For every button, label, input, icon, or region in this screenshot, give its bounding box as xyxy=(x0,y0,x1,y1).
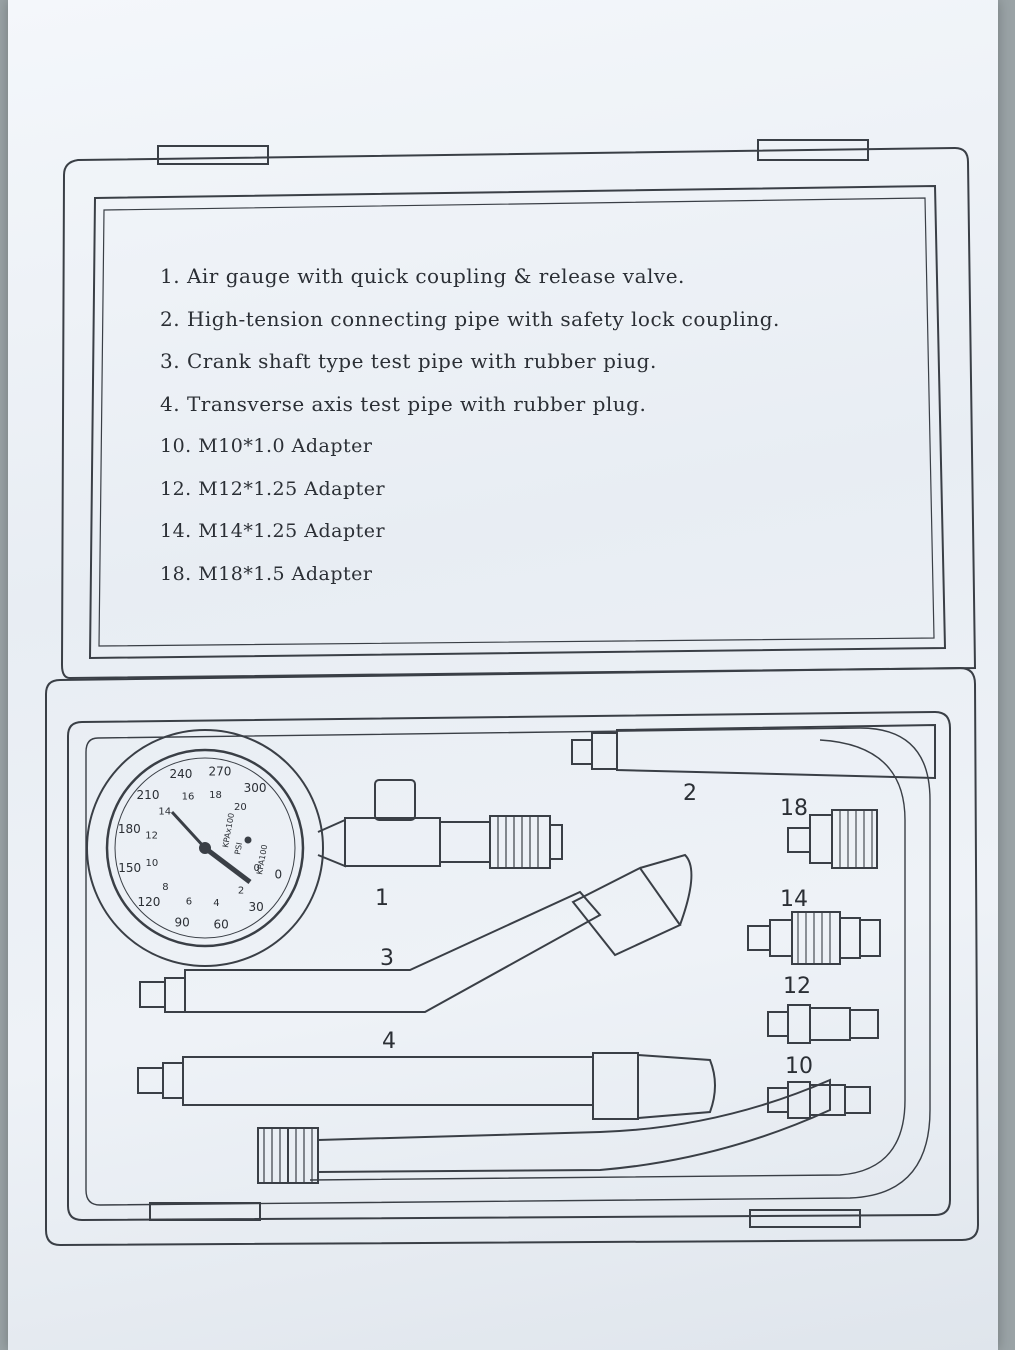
parts-list-item: 3. Crank shaft type test pipe with rubbe… xyxy=(160,349,657,373)
transverse-axis-test-pipe xyxy=(137,1052,831,1184)
gauge-tick-label: 270 xyxy=(208,764,231,778)
gauge-tick-label: 90 xyxy=(175,916,190,930)
parts-list-item: 1. Air gauge with quick coupling & relea… xyxy=(160,264,685,288)
gauge-tick-label: 0 xyxy=(274,868,282,882)
gauge-tick-label: 2 xyxy=(238,886,244,897)
air-gauge xyxy=(86,729,563,967)
latch-left xyxy=(157,145,269,165)
parts-list-item: 14. M14*1.25 Adapter xyxy=(160,520,386,542)
gauge-unit-kpa: KPAx100 xyxy=(221,812,236,848)
gauge-tick-label: 30 xyxy=(249,900,264,914)
adapter-14 xyxy=(747,911,881,965)
gauge-tick-label: 14 xyxy=(158,807,171,818)
parts-list-item: 2. High-tension connecting pipe with saf… xyxy=(160,306,780,331)
gauge-tick-label: 210 xyxy=(137,788,160,802)
callout-10: 10 xyxy=(785,1054,813,1079)
crank-shaft-test-pipe xyxy=(139,853,693,1013)
gauge-tick-label: 240 xyxy=(169,767,192,781)
gauge-tick-label: 16 xyxy=(182,792,195,803)
gauge-tick-label: 150 xyxy=(118,861,141,875)
case-base xyxy=(45,666,980,1247)
gauge-tick-label: 10 xyxy=(146,858,159,869)
callout-4: 4 xyxy=(382,1029,396,1054)
gauge-tick-label: 12 xyxy=(145,831,158,842)
gauge-tick-label: 18 xyxy=(209,790,222,801)
gauge-tick-label: 120 xyxy=(137,895,160,909)
callout-14: 14 xyxy=(780,887,808,912)
gauge-tick-label: 0 xyxy=(254,863,260,874)
adapter-18 xyxy=(787,809,878,869)
parts-list-item: 10. M10*1.0 Adapter xyxy=(160,435,373,457)
parts-list-item: 18. M18*1.5 Adapter xyxy=(160,562,373,585)
case-lid xyxy=(60,139,977,680)
callout-12: 12 xyxy=(783,974,811,999)
callout-18: 18 xyxy=(780,796,808,821)
gauge-tick-label: 20 xyxy=(234,802,247,813)
gauge-tick-label: 6 xyxy=(186,897,192,908)
high-tension-hose xyxy=(571,723,936,780)
gauge-tick-label: 60 xyxy=(214,917,229,931)
callout-3: 3 xyxy=(380,946,394,971)
parts-list-item: 12. M12*1.25 Adapter xyxy=(160,477,386,500)
callout-1: 1 xyxy=(375,886,389,911)
latch-right xyxy=(757,139,869,161)
gauge-tick-label: 4 xyxy=(213,898,219,909)
gauge-unit-psi: PSI xyxy=(233,842,244,856)
gauge-tick-label: 8 xyxy=(162,882,168,893)
parts-list: 1. Air gauge with quick coupling & relea… xyxy=(160,255,880,595)
gauge-tick-label: 300 xyxy=(244,781,267,795)
adapter-10 xyxy=(767,1081,871,1119)
callout-2: 2 xyxy=(683,781,697,806)
gauge-tick-label: 180 xyxy=(118,822,141,836)
parts-list-item: 4. Transverse axis test pipe with rubber… xyxy=(160,391,647,416)
adapter-12 xyxy=(767,1004,879,1044)
